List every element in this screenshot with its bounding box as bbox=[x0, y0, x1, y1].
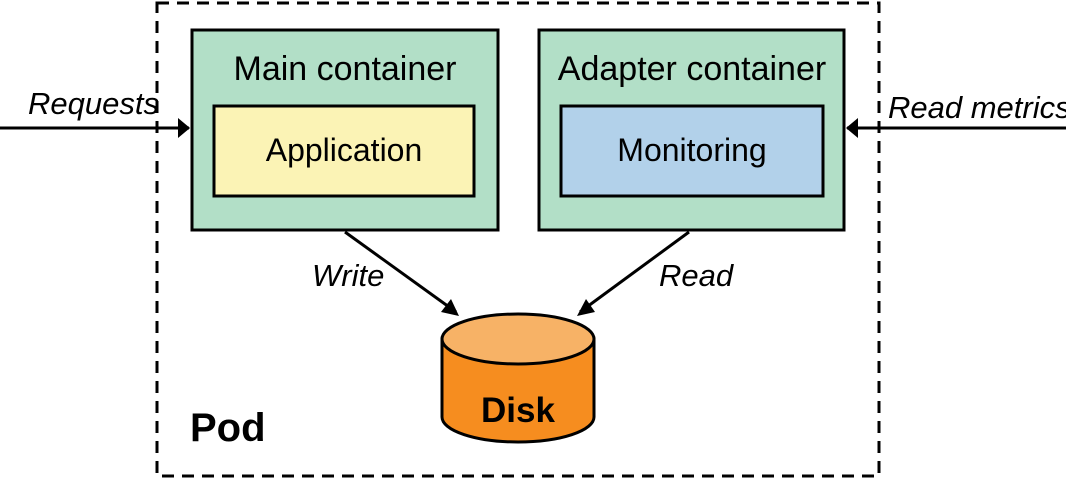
disk-icon bbox=[440, 312, 596, 444]
requests-label: Requests bbox=[28, 86, 159, 121]
read-label: Read bbox=[659, 258, 734, 293]
write-arrow bbox=[344, 230, 457, 314]
write-label: Write bbox=[312, 258, 385, 293]
application-label: Application bbox=[265, 132, 423, 168]
main-container-title: Main container bbox=[233, 50, 457, 88]
read-metrics-label: Read metrics bbox=[888, 90, 1066, 125]
adapter-container-title: Adapter container bbox=[557, 50, 827, 88]
application-box bbox=[212, 104, 476, 198]
pod-label: Pod bbox=[190, 406, 266, 450]
pod-boundary bbox=[155, 1, 881, 478]
monitoring-box bbox=[559, 104, 825, 198]
monitoring-label: Monitoring bbox=[617, 132, 767, 168]
disk-label: Disk bbox=[481, 391, 555, 430]
read-arrow bbox=[579, 230, 690, 314]
